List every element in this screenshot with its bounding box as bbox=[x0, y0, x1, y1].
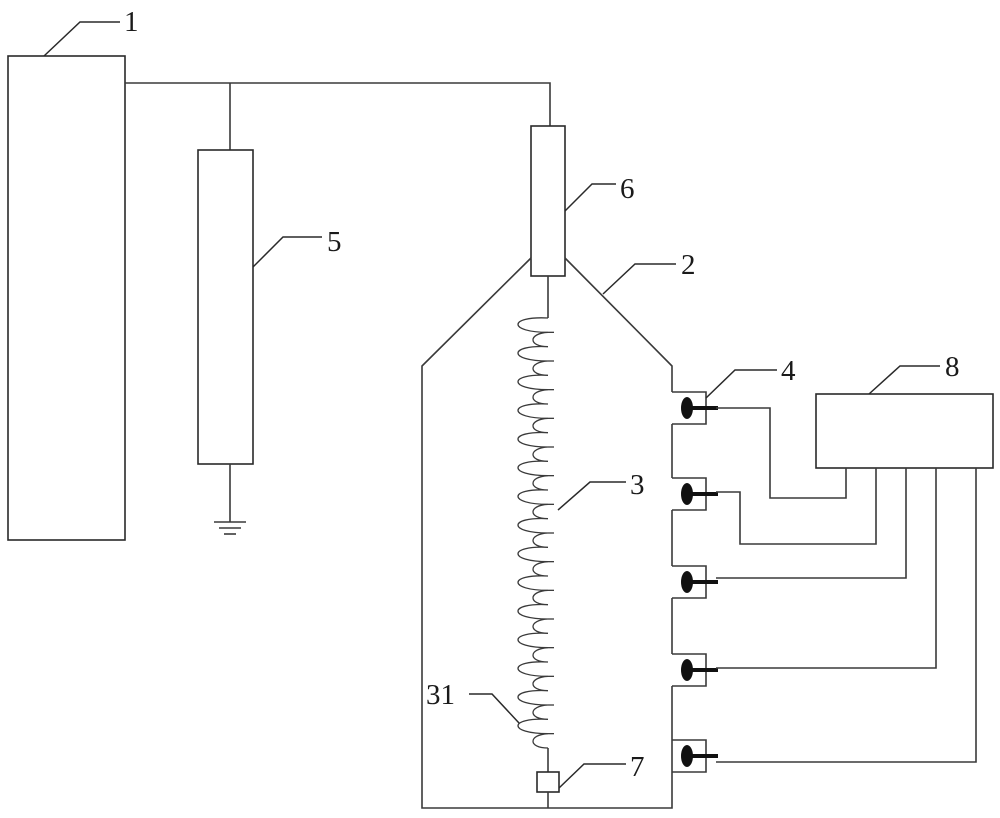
end-block bbox=[536, 771, 560, 793]
column-box bbox=[197, 149, 254, 465]
controller-box bbox=[815, 393, 994, 469]
column-label: 5 bbox=[327, 226, 342, 258]
probe-icon bbox=[672, 477, 718, 511]
connector-box bbox=[530, 125, 566, 277]
signal-wire-1 bbox=[716, 407, 847, 499]
column-leader bbox=[252, 236, 322, 268]
top-bus-wire bbox=[125, 82, 551, 126]
end-block-label: 7 bbox=[630, 751, 645, 783]
probe-array bbox=[672, 391, 718, 773]
signal-wire-3 bbox=[716, 468, 907, 579]
probe-tip bbox=[681, 483, 693, 505]
coil bbox=[517, 317, 554, 749]
probe-icon bbox=[672, 391, 718, 425]
end-block-leader bbox=[558, 763, 626, 789]
coil-leader bbox=[557, 481, 626, 511]
probe-icon bbox=[672, 565, 718, 599]
ground-icon bbox=[214, 521, 246, 535]
probe-tip bbox=[681, 397, 693, 419]
connector-leader bbox=[564, 183, 616, 212]
signal-wire-2 bbox=[716, 468, 877, 545]
coil-turn-label: 31 bbox=[426, 679, 455, 711]
coil-label: 3 bbox=[630, 469, 645, 501]
probe-tip bbox=[681, 745, 693, 767]
signal-wire-5 bbox=[716, 468, 977, 763]
probe-icon bbox=[672, 653, 718, 687]
controller-label: 8 bbox=[945, 351, 960, 383]
coil-winding bbox=[517, 317, 549, 749]
probe-leader bbox=[705, 369, 777, 399]
source-label: 1 bbox=[124, 6, 139, 38]
signal-wire-4 bbox=[716, 468, 937, 669]
connector-label: 6 bbox=[620, 173, 635, 205]
probe-tip bbox=[681, 571, 693, 593]
chamber-leader bbox=[602, 263, 676, 295]
probe-icon bbox=[672, 739, 718, 773]
controller-leader bbox=[868, 365, 940, 395]
chamber-right-slope bbox=[564, 257, 673, 392]
source-box bbox=[7, 55, 126, 541]
chamber-outline bbox=[421, 257, 673, 809]
probe-tip bbox=[681, 659, 693, 681]
source-leader bbox=[43, 21, 120, 57]
chamber-label: 2 bbox=[681, 249, 696, 281]
coil-turn-leader bbox=[469, 693, 520, 724]
probe-label: 4 bbox=[781, 355, 796, 387]
